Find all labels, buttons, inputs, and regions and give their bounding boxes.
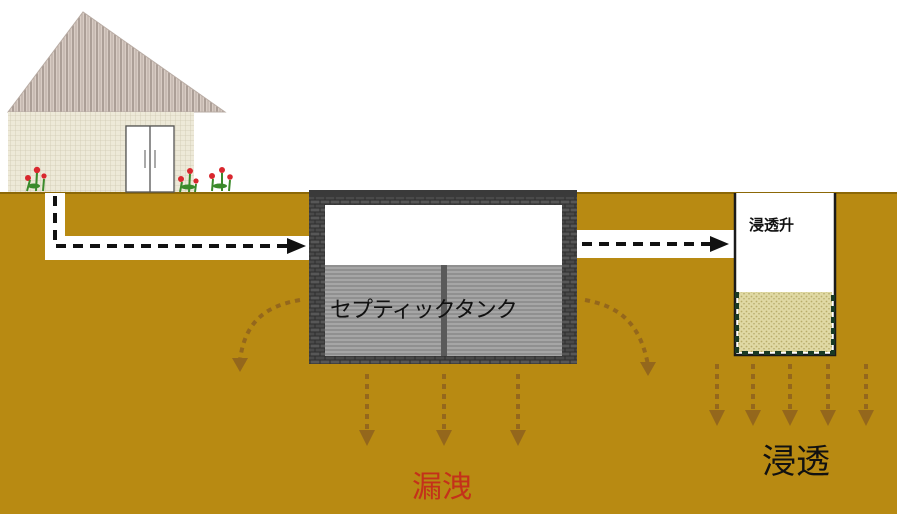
flower-icon <box>178 168 199 193</box>
seepage-arrow <box>584 298 650 366</box>
seepage-arrows-pit <box>715 364 868 412</box>
seepage-arrow <box>238 298 301 361</box>
seepage-arrows-tank <box>238 298 650 432</box>
septic-tank-icon <box>309 190 577 364</box>
seepage-arrowheads-pit <box>709 410 874 426</box>
infiltration-pit-label: 浸透升 <box>749 216 795 234</box>
inlet-pipe <box>45 193 309 260</box>
septic-tank-label: セプティックタンク <box>330 298 518 323</box>
outlet-arrowhead-icon <box>710 236 729 252</box>
infiltration-pit-icon <box>733 193 837 357</box>
house-icon <box>7 11 227 193</box>
infiltration-label: 浸透 <box>762 442 830 482</box>
inlet-arrowhead-icon <box>287 238 306 254</box>
flower-icon <box>25 166 47 192</box>
flower-icon <box>209 167 233 192</box>
leakage-label: 漏洩 <box>412 470 472 505</box>
inlet-flow-arrow <box>53 196 290 248</box>
seepage-arrowheads-tank <box>232 358 656 446</box>
